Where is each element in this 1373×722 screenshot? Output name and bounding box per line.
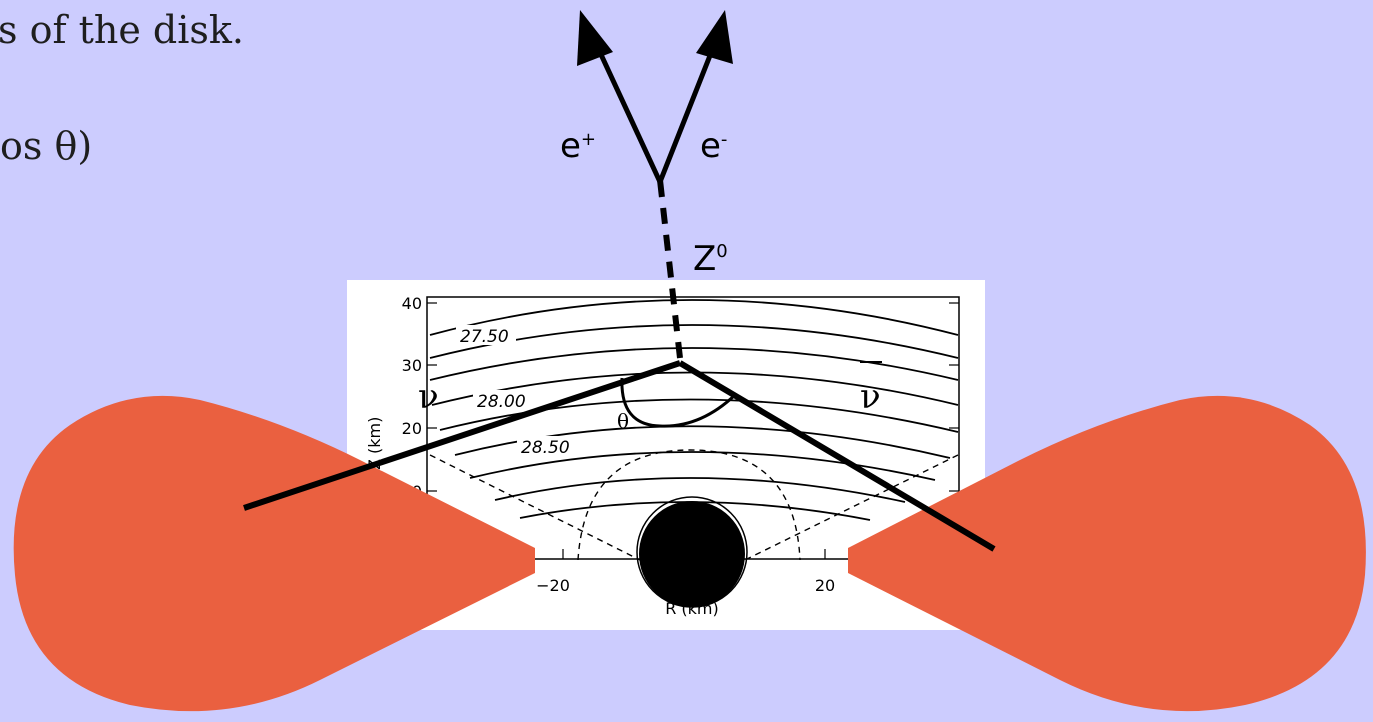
disk-right-lobe [848, 395, 1366, 712]
z-boson-propagator [657, 179, 683, 359]
lepton-lines [595, 46, 716, 184]
text-line-2-formula: os θ) [0, 124, 93, 168]
angle-arc [620, 377, 737, 428]
disk-left-lobe [13, 395, 535, 712]
x-tick-20: 20 [815, 576, 835, 595]
y-tick-40: 40 [402, 294, 422, 313]
dashed-boundaries [429, 449, 959, 561]
y-tick-20: 20 [402, 419, 422, 438]
theta-label: θ [617, 409, 629, 433]
positron-arrowhead [577, 10, 613, 66]
contour-label-2750: 27.50 [460, 327, 509, 347]
y-axis-label: Z (km) [365, 417, 384, 470]
y-tick-30: 30 [402, 356, 422, 375]
black-hole [636, 496, 748, 608]
accretion-disk [13, 395, 1366, 712]
nu-label-left: ν [418, 377, 439, 417]
contour-label-2800: 28.00 [477, 392, 526, 412]
neutrino-paths [243, 360, 996, 552]
x-tick-neg20: −20 [536, 576, 570, 595]
nu-label-right: ν [860, 377, 881, 417]
electron-label: e- [700, 126, 727, 166]
lepton-arrowheads [577, 10, 733, 66]
positron-label: e+ [560, 126, 596, 166]
tick-marks [427, 302, 959, 559]
contour-label-2850: 28.50 [521, 438, 570, 458]
electron-arrowhead [696, 10, 733, 64]
text-line-1: s of the disk. [0, 8, 244, 52]
neutrino-line-left [243, 360, 681, 511]
antineutrino-line-right [678, 360, 996, 552]
z-boson-label: Z0 [693, 239, 728, 279]
